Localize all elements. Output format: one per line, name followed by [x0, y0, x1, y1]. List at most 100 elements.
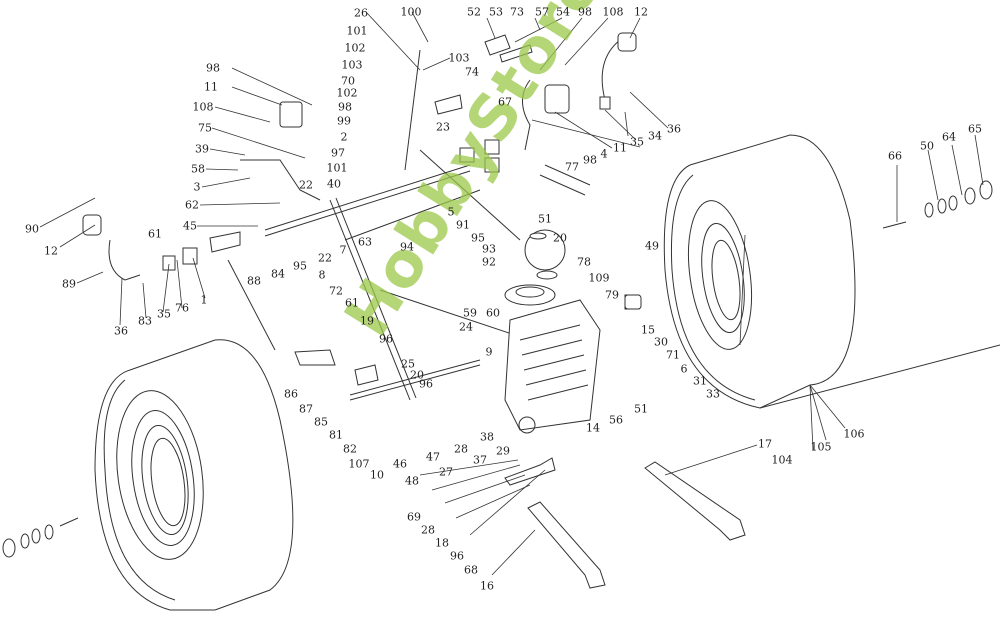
part-label-8[interactable]: 8: [318, 268, 326, 282]
part-label-98[interactable]: 98: [338, 100, 352, 114]
part-label-95[interactable]: 95: [293, 259, 307, 273]
part-label-99[interactable]: 99: [337, 114, 351, 128]
part-label-39[interactable]: 39: [195, 142, 209, 156]
part-label-81[interactable]: 81: [329, 428, 343, 442]
part-label-26[interactable]: 26: [354, 6, 368, 20]
part-label-61[interactable]: 61: [345, 296, 359, 310]
part-label-67[interactable]: 67: [498, 95, 512, 109]
part-label-28[interactable]: 28: [454, 442, 468, 456]
part-label-69[interactable]: 69: [407, 510, 421, 524]
part-label-38[interactable]: 38: [480, 430, 494, 444]
part-label-82[interactable]: 82: [343, 442, 357, 456]
part-label-12[interactable]: 12: [634, 5, 648, 19]
part-label-12[interactable]: 12: [44, 244, 58, 258]
part-label-2[interactable]: 2: [340, 130, 348, 144]
part-label-10[interactable]: 10: [370, 468, 384, 482]
part-label-71[interactable]: 71: [666, 348, 680, 362]
part-label-15[interactable]: 15: [641, 323, 655, 337]
part-label-19[interactable]: 19: [360, 314, 374, 328]
part-label-7[interactable]: 7: [339, 243, 347, 257]
part-label-20[interactable]: 20: [553, 231, 567, 245]
part-label-76[interactable]: 76: [175, 301, 189, 315]
part-label-96[interactable]: 96: [450, 549, 464, 563]
part-label-27[interactable]: 27: [439, 465, 453, 479]
part-label-49[interactable]: 49: [645, 239, 659, 253]
part-label-87[interactable]: 87: [299, 402, 313, 416]
part-label-98[interactable]: 98: [206, 61, 220, 75]
part-label-34[interactable]: 34: [648, 129, 662, 143]
part-label-88[interactable]: 88: [247, 274, 261, 288]
part-label-74[interactable]: 74: [465, 65, 479, 79]
part-label-35[interactable]: 35: [630, 135, 644, 149]
part-label-60[interactable]: 60: [486, 306, 500, 320]
part-label-11[interactable]: 11: [204, 80, 218, 94]
part-label-89[interactable]: 89: [62, 277, 76, 291]
part-label-93[interactable]: 93: [482, 242, 496, 256]
part-label-4[interactable]: 4: [600, 147, 608, 161]
part-label-51[interactable]: 51: [634, 402, 648, 416]
part-label-52[interactable]: 52: [467, 5, 481, 19]
part-label-3[interactable]: 3: [193, 180, 201, 194]
part-label-92[interactable]: 92: [482, 255, 496, 269]
part-label-51[interactable]: 51: [538, 212, 552, 226]
part-label-29[interactable]: 29: [496, 444, 510, 458]
part-label-46[interactable]: 46: [393, 457, 407, 471]
part-label-50[interactable]: 50: [920, 139, 934, 153]
part-label-57[interactable]: 57: [535, 5, 549, 19]
part-label-53[interactable]: 53: [489, 5, 503, 19]
part-label-17[interactable]: 17: [758, 437, 772, 451]
part-label-97[interactable]: 97: [331, 146, 345, 160]
part-label-106[interactable]: 106: [843, 427, 865, 441]
part-label-77[interactable]: 77: [565, 160, 579, 174]
part-label-96[interactable]: 96: [379, 332, 393, 346]
part-label-95[interactable]: 95: [471, 231, 485, 245]
part-label-59[interactable]: 59: [463, 306, 477, 320]
part-label-102[interactable]: 102: [344, 41, 366, 55]
part-label-23[interactable]: 23: [436, 120, 450, 134]
part-label-90[interactable]: 90: [25, 222, 39, 236]
part-label-108[interactable]: 108: [192, 100, 214, 114]
part-label-63[interactable]: 63: [358, 235, 372, 249]
part-label-72[interactable]: 72: [329, 284, 343, 298]
part-label-11[interactable]: 11: [613, 141, 627, 155]
part-label-101[interactable]: 101: [346, 24, 368, 38]
part-label-75[interactable]: 75: [198, 121, 212, 135]
part-label-18[interactable]: 18: [435, 536, 449, 550]
part-label-66[interactable]: 66: [888, 149, 902, 163]
part-label-68[interactable]: 68: [464, 563, 478, 577]
part-label-84[interactable]: 84: [271, 267, 285, 281]
part-label-48[interactable]: 48: [405, 474, 419, 488]
part-label-70[interactable]: 70: [341, 74, 355, 88]
part-label-5[interactable]: 5: [447, 205, 455, 219]
part-label-101[interactable]: 101: [326, 161, 348, 175]
part-label-47[interactable]: 47: [426, 450, 440, 464]
part-label-30[interactable]: 30: [654, 335, 668, 349]
part-label-73[interactable]: 73: [510, 5, 524, 19]
part-label-20[interactable]: 20: [410, 368, 424, 382]
part-label-9[interactable]: 9: [485, 345, 493, 359]
part-label-33[interactable]: 33: [706, 387, 720, 401]
part-label-6[interactable]: 6: [680, 362, 688, 376]
part-label-28[interactable]: 28: [421, 523, 435, 537]
part-label-37[interactable]: 37: [473, 453, 487, 467]
part-label-65[interactable]: 65: [968, 122, 982, 136]
part-label-78[interactable]: 78: [577, 255, 591, 269]
part-label-79[interactable]: 79: [605, 288, 619, 302]
part-label-107[interactable]: 107: [348, 457, 370, 471]
part-label-24[interactable]: 24: [459, 320, 473, 334]
part-label-94[interactable]: 94: [400, 240, 414, 254]
part-label-36[interactable]: 36: [667, 122, 681, 136]
part-label-85[interactable]: 85: [314, 415, 328, 429]
part-label-56[interactable]: 56: [609, 413, 623, 427]
part-label-54[interactable]: 54: [556, 5, 570, 19]
part-label-98[interactable]: 98: [578, 5, 592, 19]
part-label-109[interactable]: 109: [588, 271, 610, 285]
part-label-103[interactable]: 103: [448, 51, 470, 65]
part-label-25[interactable]: 25: [401, 357, 415, 371]
part-label-103[interactable]: 103: [341, 58, 363, 72]
part-label-104[interactable]: 104: [771, 453, 793, 467]
part-label-91[interactable]: 91: [456, 218, 470, 232]
part-label-62[interactable]: 62: [185, 198, 199, 212]
part-label-102[interactable]: 102: [336, 86, 358, 100]
part-label-1[interactable]: 1: [200, 293, 208, 307]
